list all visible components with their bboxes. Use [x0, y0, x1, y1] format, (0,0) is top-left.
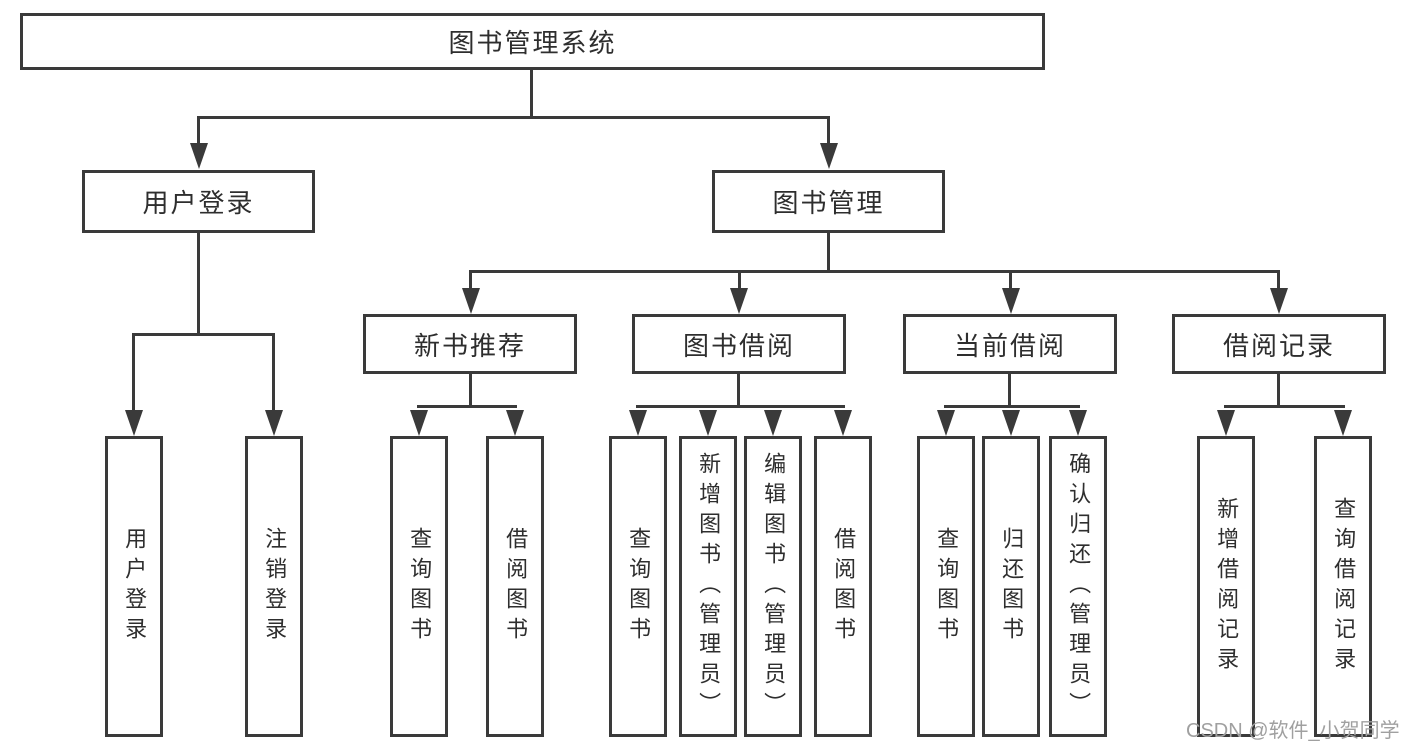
arrowhead-icon [1069, 410, 1087, 436]
arrowhead-icon [937, 410, 955, 436]
connector-line [469, 270, 1280, 273]
arrowhead-icon [125, 410, 143, 436]
leaf-borrow-edit-books-admin: 编辑图书（管理员） [744, 436, 802, 737]
connector-line [1008, 372, 1011, 408]
connector-line [738, 270, 741, 290]
connector-line [469, 372, 472, 408]
connector-line [272, 333, 275, 413]
connector-line [944, 405, 1080, 408]
arrowhead-icon [764, 410, 782, 436]
leaf-borrow-query-books: 查询图书 [609, 436, 667, 737]
arrowhead-icon [462, 288, 480, 314]
leaf-borrow-borrow-books: 借阅图书 [814, 436, 872, 737]
leaf-borrow-query-books-label: 查询图书 [626, 526, 652, 647]
leaf-current-return-books-label: 归还图书 [999, 526, 1025, 647]
leaf-current-return-books: 归还图书 [982, 436, 1040, 737]
connector-line [1277, 372, 1280, 408]
connector-line [636, 405, 845, 408]
leaf-current-query-books: 查询图书 [917, 436, 975, 737]
arrowhead-icon [834, 410, 852, 436]
connector-line [1009, 270, 1012, 290]
arrowhead-icon [1217, 410, 1235, 436]
node-root-label: 图书管理系统 [448, 28, 617, 58]
leaf-records-add-record: 新增借阅记录 [1197, 436, 1255, 737]
node-current-borrow-label: 当前借阅 [953, 330, 1066, 361]
connector-line [197, 116, 200, 146]
connector-line [197, 232, 200, 336]
leaf-current-confirm-return-admin: 确认归还（管理员） [1049, 436, 1107, 737]
connector-line [827, 116, 830, 146]
leaf-borrow-borrow-books-label: 借阅图书 [831, 526, 857, 647]
leaf-records-add-record-label: 新增借阅记录 [1214, 496, 1240, 677]
leaf-borrow-edit-books-admin-label: 编辑图书（管理员） [761, 451, 787, 722]
connector-line [737, 372, 740, 408]
node-book-management: 图书管理 [712, 170, 945, 233]
node-new-book-recommend-label: 新书推荐 [413, 330, 526, 361]
arrowhead-icon [506, 410, 524, 436]
leaf-records-query-record-label: 查询借阅记录 [1331, 496, 1357, 677]
connector-line [827, 232, 830, 273]
leaf-user-login-label: 用户登录 [122, 526, 148, 647]
csdn-watermark: CSDN @软件_小贺同学 [1186, 720, 1400, 742]
node-borrow-records: 借阅记录 [1172, 314, 1386, 374]
leaf-current-query-books-label: 查询图书 [934, 526, 960, 647]
arrowhead-icon [820, 143, 838, 169]
connector-line [132, 333, 275, 336]
leaf-user-login: 用户登录 [105, 436, 163, 737]
arrowhead-icon [265, 410, 283, 436]
arrowhead-icon [410, 410, 428, 436]
arrowhead-icon [1002, 288, 1020, 314]
connector-line [530, 68, 533, 118]
leaf-logout: 注销登录 [245, 436, 303, 737]
leaf-logout-label: 注销登录 [262, 526, 288, 647]
node-root: 图书管理系统 [20, 13, 1045, 70]
arrowhead-icon [1334, 410, 1352, 436]
arrowhead-icon [190, 143, 208, 169]
leaf-recommend-query-books: 查询图书 [390, 436, 448, 737]
node-user-login-label: 用户登录 [142, 188, 255, 218]
node-book-management-label: 图书管理 [772, 188, 885, 218]
leaf-records-query-record: 查询借阅记录 [1314, 436, 1372, 737]
connector-line [132, 333, 135, 413]
arrowhead-icon [629, 410, 647, 436]
node-book-borrow-label: 图书借阅 [682, 330, 795, 361]
arrowhead-icon [699, 410, 717, 436]
arrowhead-icon [1002, 410, 1020, 436]
leaf-recommend-query-books-label: 查询图书 [407, 526, 433, 647]
leaf-current-confirm-return-admin-label: 确认归还（管理员） [1066, 451, 1092, 722]
node-book-borrow: 图书借阅 [632, 314, 846, 374]
arrowhead-icon [1270, 288, 1288, 314]
leaf-recommend-borrow-books: 借阅图书 [486, 436, 544, 737]
connector-line [469, 270, 472, 290]
connector-line [197, 116, 830, 119]
leaf-borrow-add-books-admin: 新增图书（管理员） [679, 436, 737, 737]
connector-line [1224, 405, 1345, 408]
leaf-borrow-add-books-admin-label: 新增图书（管理员） [696, 451, 722, 722]
node-new-book-recommend: 新书推荐 [363, 314, 577, 374]
node-user-login: 用户登录 [82, 170, 315, 233]
arrowhead-icon [730, 288, 748, 314]
connector-line [417, 405, 517, 408]
connector-line [1277, 270, 1280, 290]
leaf-recommend-borrow-books-label: 借阅图书 [503, 526, 529, 647]
node-borrow-records-label: 借阅记录 [1222, 330, 1335, 361]
node-current-borrow: 当前借阅 [903, 314, 1117, 374]
